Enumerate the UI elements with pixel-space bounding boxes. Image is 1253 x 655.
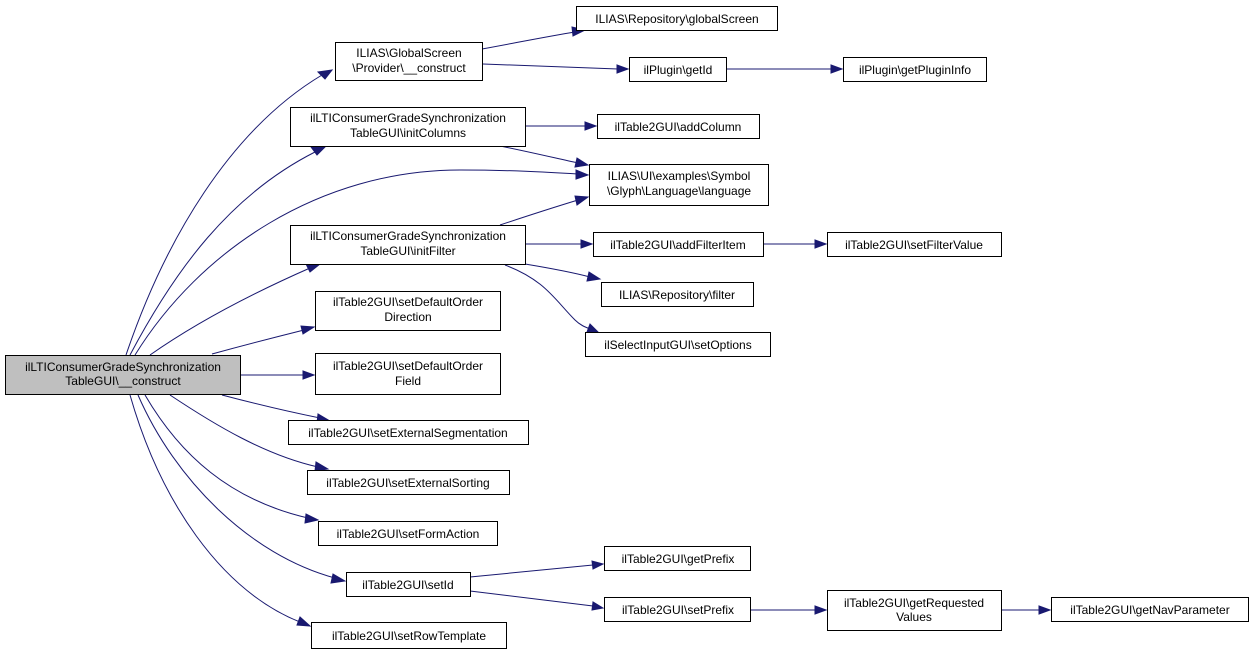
node-label-line-2: TableGUI\initColumns: [350, 126, 466, 140]
node-table-setexternalsegmentation[interactable]: ilTable2GUI\setExternalSegmentation: [288, 420, 529, 445]
edge-root-to-orderfield: [241, 370, 316, 380]
node-label-line-2: Direction: [384, 310, 431, 324]
node-table-setexternalsorting[interactable]: ilTable2GUI\setExternalSorting: [307, 470, 510, 495]
node-repository-globalscreen[interactable]: ILIAS\Repository\globalScreen: [576, 6, 778, 31]
node-table-addfilteritem[interactable]: ilTable2GUI\addFilterItem: [593, 232, 764, 257]
edge-getid-to-getplugininfo: [727, 64, 844, 74]
node-plugin-getid[interactable]: ilPlugin\getId: [629, 57, 727, 82]
node-label: ilTable2GUI\getNavParameter: [1070, 603, 1229, 617]
edge-provider-to-globalscreen: [481, 26, 587, 50]
node-label: ilTable2GUI\setFilterValue: [845, 238, 983, 252]
node-label-line-1: ilLTIConsumerGradeSynchronization: [310, 111, 506, 125]
node-initcolumns[interactable]: ilLTIConsumerGradeSynchronization TableG…: [290, 107, 526, 147]
node-label: ilTable2GUI\getPrefix: [622, 552, 735, 566]
node-provider-construct[interactable]: ILIAS\GlobalScreen \Provider\__construct: [335, 42, 483, 81]
edge-root-to-initfilter: [149, 263, 322, 356]
node-label: ilTable2GUI\setFormAction: [337, 527, 480, 541]
edge-initfilter-to-filter: [524, 263, 602, 282]
node-label: ilTable2GUI\setExternalSorting: [326, 476, 489, 490]
node-table-setformaction[interactable]: ilTable2GUI\setFormAction: [318, 521, 498, 546]
edge-initcolumns-to-language: [499, 145, 590, 168]
edge-initfilter-to-language: [499, 195, 590, 226]
node-label-line-2: \Provider\__construct: [352, 61, 466, 75]
node-label-line-2: TableGUI\__construct: [65, 374, 181, 388]
node-label: ilTable2GUI\setId: [362, 578, 453, 592]
edge-addfilteritem-to-setfiltervalue: [763, 239, 828, 249]
node-table-getnavparameter[interactable]: ilTable2GUI\getNavParameter: [1051, 597, 1249, 622]
node-label-line-2: Field: [395, 374, 421, 388]
node-table-setdefaultorderdirection[interactable]: ilTable2GUI\setDefaultOrder Direction: [315, 291, 501, 331]
call-edges: [125, 26, 1052, 627]
node-label: ilTable2GUI\setExternalSegmentation: [308, 426, 507, 440]
edge-provider-to-getid: [482, 63, 630, 74]
edge-setprefix-to-requestedvalues: [751, 605, 828, 615]
node-label-line-2: Values: [896, 610, 932, 624]
node-label-line-2: \Glyph\Language\language: [607, 184, 751, 198]
node-label: ilTable2GUI\addFilterItem: [610, 238, 745, 252]
edge-setid-to-setprefix: [469, 590, 605, 611]
node-label: ilPlugin\getId: [644, 63, 713, 77]
node-root-construct[interactable]: ilLTIConsumerGradeSynchronization TableG…: [5, 355, 241, 395]
edge-initcolumns-to-addcolumn: [525, 121, 598, 131]
edge-root-to-language: [134, 169, 590, 356]
node-label-line-1: ilTable2GUI\setDefaultOrder: [333, 359, 483, 373]
node-label: ilSelectInputGUI\setOptions: [604, 338, 751, 352]
edge-setid-to-getprefix: [469, 560, 605, 578]
node-table-getrequestedvalues[interactable]: ilTable2GUI\getRequested Values: [827, 590, 1002, 631]
function-nodes: ilLTIConsumerGradeSynchronization TableG…: [5, 6, 1249, 649]
node-label-line-1: ilTable2GUI\getRequested: [844, 596, 984, 610]
node-select-setoptions[interactable]: ilSelectInputGUI\setOptions: [585, 332, 771, 357]
edge-root-to-rowtemplate: [129, 394, 312, 627]
node-label-line-1: ILIAS\GlobalScreen: [356, 46, 461, 60]
node-label: ilTable2GUI\addColumn: [615, 120, 742, 134]
node-table-getprefix[interactable]: ilTable2GUI\getPrefix: [604, 546, 751, 571]
node-table-setrowtemplate[interactable]: ilTable2GUI\setRowTemplate: [311, 622, 507, 649]
node-label-line-2: TableGUI\initFilter: [360, 244, 455, 258]
edge-root-to-extsegmentation: [221, 394, 332, 424]
node-table-setprefix[interactable]: ilTable2GUI\setPrefix: [604, 597, 751, 622]
edge-root-to-setid: [137, 394, 347, 584]
node-table-setid[interactable]: ilTable2GUI\setId: [346, 572, 471, 597]
node-label: ilTable2GUI\setPrefix: [622, 603, 734, 617]
node-label: ILIAS\Repository\filter: [619, 288, 735, 302]
node-label-line-1: ILIAS\UI\examples\Symbol: [608, 169, 751, 183]
node-label: ilTable2GUI\setRowTemplate: [332, 629, 486, 643]
node-table-setfiltervalue[interactable]: ilTable2GUI\setFilterValue: [827, 232, 1002, 257]
node-table-addcolumn[interactable]: ilTable2GUI\addColumn: [597, 114, 760, 139]
node-label: ILIAS\Repository\globalScreen: [595, 12, 758, 26]
node-label-line-1: ilTable2GUI\setDefaultOrder: [333, 295, 483, 309]
edge-root-to-provider: [125, 69, 334, 356]
node-label-line-1: ilLTIConsumerGradeSynchronization: [25, 360, 221, 374]
node-symbol-language[interactable]: ILIAS\UI\examples\Symbol \Glyph\Language…: [589, 164, 769, 206]
node-table-setdefaultorderfield[interactable]: ilTable2GUI\setDefaultOrder Field: [315, 353, 501, 395]
node-repository-filter[interactable]: ILIAS\Repository\filter: [601, 282, 754, 307]
edge-initfilter-to-addfilteritem: [525, 239, 594, 249]
node-label: ilPlugin\getPluginInfo: [859, 63, 971, 77]
node-initfilter[interactable]: ilLTIConsumerGradeSynchronization TableG…: [290, 225, 526, 265]
edge-root-to-formaction: [144, 394, 320, 524]
edge-requestedvalues-to-navparameter: [1002, 605, 1052, 615]
node-label-line-1: ilLTIConsumerGradeSynchronization: [310, 229, 506, 243]
node-plugin-getplugininfo[interactable]: ilPlugin\getPluginInfo: [843, 57, 987, 82]
edge-root-to-orderdirection: [211, 325, 316, 355]
